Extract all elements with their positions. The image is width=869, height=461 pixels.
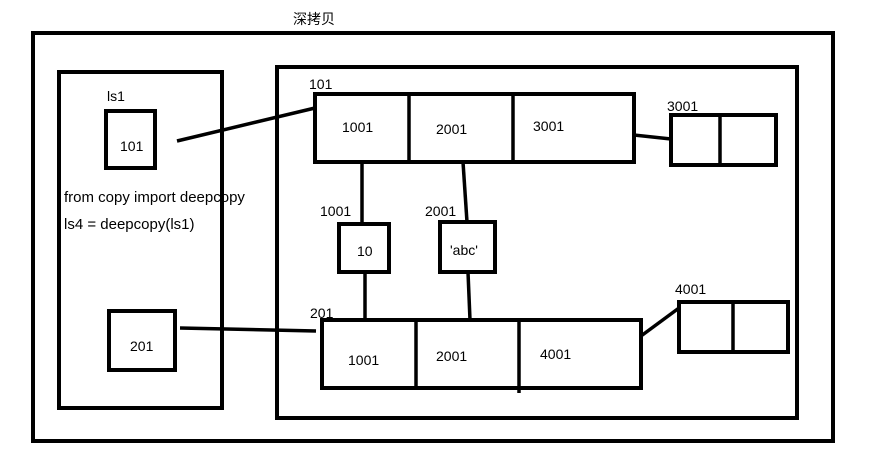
str-object-address: 2001 bbox=[425, 203, 456, 219]
ref-line-101-cell2-to-2001 bbox=[461, 161, 469, 223]
ls4-reference-box bbox=[107, 309, 177, 372]
code-line-import: from copy import deepcopy bbox=[64, 189, 245, 206]
sublist-3001-address: 3001 bbox=[667, 98, 698, 114]
sublist-4001-address: 4001 bbox=[675, 281, 706, 297]
ref-line-101-to-3001 bbox=[633, 133, 672, 141]
ref-line-ls4-to-201 bbox=[179, 326, 317, 333]
list-201-cell-3: 4001 bbox=[540, 346, 571, 362]
list-101-cell-3: 3001 bbox=[533, 118, 564, 134]
str-object-value: 'abc' bbox=[450, 242, 478, 258]
code-line-deepcopy: ls4 = deepcopy(ls1) bbox=[64, 216, 195, 233]
int-object-address: 1001 bbox=[320, 203, 351, 219]
str-object-box bbox=[438, 220, 497, 274]
list-201-cell-1: 1001 bbox=[348, 352, 379, 368]
ref-line-ls1-to-101 bbox=[176, 106, 316, 143]
sublist-3001 bbox=[669, 113, 778, 167]
ref-line-201-cell2-to-2001 bbox=[466, 271, 472, 321]
int-object-value: 10 bbox=[357, 243, 373, 259]
ls1-reference-value: 101 bbox=[120, 138, 144, 154]
list-101 bbox=[313, 92, 636, 164]
diagram-title: 深拷贝 bbox=[293, 12, 335, 28]
list-101-cell-2: 2001 bbox=[436, 121, 467, 137]
outer-frame bbox=[31, 31, 835, 443]
ls1-label: ls1 bbox=[107, 88, 125, 104]
list-201 bbox=[320, 318, 643, 390]
variables-panel bbox=[57, 70, 224, 410]
list-101-address: 101 bbox=[309, 76, 333, 92]
list-201-address: 201 bbox=[310, 305, 334, 321]
heap-panel bbox=[275, 65, 799, 420]
ref-line-201-to-4001 bbox=[639, 306, 681, 338]
ls1-reference-box bbox=[104, 109, 157, 170]
list-101-cell-1: 1001 bbox=[342, 119, 373, 135]
list-201-cell-2: 2001 bbox=[436, 348, 467, 364]
ls4-reference-value: 201 bbox=[130, 338, 154, 354]
